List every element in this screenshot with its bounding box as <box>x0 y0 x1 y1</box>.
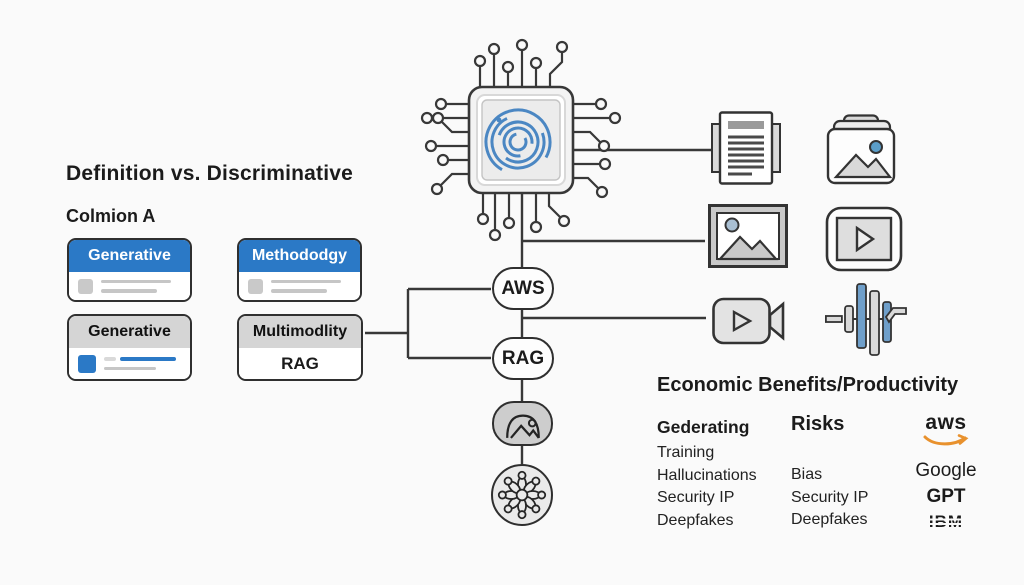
card-header: Multimodlity <box>239 316 361 348</box>
video-player-icon <box>825 206 903 272</box>
card-header: Methododgy <box>239 240 360 272</box>
generating-column: Gederating Training Hallucinations Secur… <box>657 417 797 532</box>
list-item: Deepfakes <box>791 511 868 529</box>
list-item: Hallucinations <box>657 466 757 484</box>
audio-waveform-icon <box>825 282 907 356</box>
video-camera-icon <box>712 295 786 347</box>
card-header: Generative <box>69 240 190 272</box>
list-item: Bias <box>791 466 823 483</box>
card-multimodality: Multimodlity RAG <box>237 314 363 381</box>
section-subtitle: Colmion A <box>66 206 156 226</box>
brand-logos-column: aws Google GPT IBM <box>910 411 982 532</box>
placeholder-line <box>101 289 157 293</box>
photo-icon <box>505 414 540 439</box>
placeholder-square <box>78 278 93 294</box>
node-rag: RAG <box>492 337 554 380</box>
ibm-logo-text: IBM <box>927 512 965 531</box>
network-flower-icon <box>497 470 547 520</box>
list-item: Security IP <box>791 488 869 506</box>
benefits-heading: Economic Benefits/Productivity <box>657 374 959 396</box>
aws-logo: aws <box>910 411 982 453</box>
placeholder-line-blue <box>120 356 176 361</box>
list-item: Training <box>657 444 715 461</box>
aws-logo-text: aws <box>925 411 967 434</box>
photo-stack-icon <box>824 114 898 186</box>
google-logo-text: Google <box>915 460 977 481</box>
generating-column-title: Gederating <box>657 417 750 437</box>
page-title: Definition vs. Discriminative <box>66 162 354 185</box>
card-generative-gray: Generative <box>67 314 192 381</box>
list-item: Security IP <box>657 489 735 507</box>
image-frame-icon <box>708 204 788 268</box>
document-icon <box>711 111 781 185</box>
network-flower-node <box>491 464 553 526</box>
spiral-icon <box>484 108 552 176</box>
card-body <box>239 272 360 300</box>
chip-icon <box>420 38 622 242</box>
aws-swoosh-icon <box>923 434 969 446</box>
card-methodology: Methododgy <box>237 238 362 302</box>
list-item: Deepfakes <box>657 511 734 529</box>
card-body-label: RAG <box>239 348 361 379</box>
risks-column-title: Risks <box>791 413 845 435</box>
placeholder-line <box>271 289 327 293</box>
gpt-logo-text: GPT <box>926 486 966 507</box>
node-aws: AWS <box>492 267 554 310</box>
card-body <box>69 272 190 300</box>
placeholder-line <box>271 279 341 283</box>
card-header: Generative <box>69 316 190 348</box>
placeholder-square <box>248 278 263 294</box>
placeholder-line <box>101 279 171 283</box>
placeholder-line <box>104 366 156 371</box>
card-body <box>69 348 190 379</box>
card-generative-blue: Generative <box>67 238 192 302</box>
placeholder-square-blue <box>78 354 96 373</box>
risks-column: Risks Bias Security IP Deepfakes <box>791 413 931 532</box>
placeholder-line <box>104 356 116 361</box>
image-output-node <box>492 401 553 446</box>
